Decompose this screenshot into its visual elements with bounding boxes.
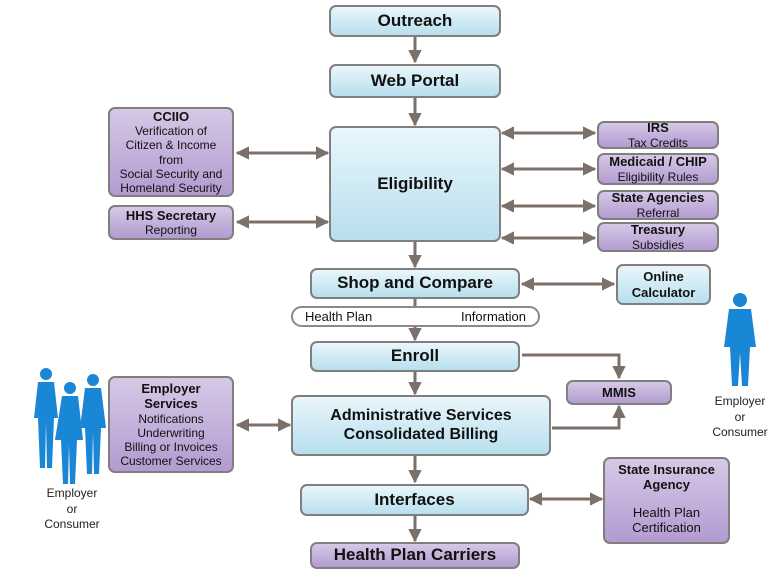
enroll-label: Enroll <box>390 346 440 366</box>
eligibility-label: Eligibility <box>377 173 453 193</box>
enroll-node: Enroll <box>310 341 520 372</box>
right-caption-line-2: or <box>734 409 746 424</box>
arrow-enroll-mmis <box>522 353 626 380</box>
state-insurance-line-2: Certification <box>632 519 701 535</box>
left-caption-line-1: Employer <box>46 486 98 500</box>
left-person-caption: Employer or Consumer <box>30 486 114 533</box>
mmis-label: MMIS <box>602 384 636 400</box>
employer-services-title-1: Employer <box>141 380 201 396</box>
left-caption-line-2: or <box>66 501 78 516</box>
web-portal-node: Web Portal <box>329 64 501 98</box>
arrow-admin-mmis <box>552 404 626 430</box>
cciio-box: CCIIO Verification of Citizen & Income f… <box>108 107 234 197</box>
treasury-line-1: Subsidies <box>631 237 685 252</box>
irs-title: IRS <box>647 120 669 136</box>
employer-services-line-1: Notifications <box>138 411 204 426</box>
employer-group-icon <box>34 368 106 484</box>
irs-line-1: Tax Credits <box>627 135 689 150</box>
hhs-line-1: Reporting <box>144 223 198 238</box>
shop-compare-label: Shop and Compare <box>337 273 493 293</box>
carriers-label: Health Plan Carriers <box>333 545 497 565</box>
state-agencies-line-1: Referral <box>636 205 680 220</box>
interfaces-node: Interfaces <box>300 484 529 516</box>
right-person-caption: Employer or Consumer <box>704 394 776 441</box>
medicaid-chip-box: Medicaid / CHIP Eligibility Rules <box>597 153 719 185</box>
outreach-label: Outreach <box>377 10 453 30</box>
web-portal-label: Web Portal <box>370 70 460 90</box>
hhs-secretary-box: HHS Secretary Reporting <box>108 205 234 240</box>
employer-services-box: Employer Services Notifications Underwri… <box>108 376 234 473</box>
eligibility-node: Eligibility <box>329 126 501 242</box>
admin-label-1: Administrative Services <box>330 406 512 424</box>
health-plan-information-bar: Health Plan Information <box>291 306 540 327</box>
outreach-node: Outreach <box>329 5 501 37</box>
state-insurance-title-2: Agency <box>643 477 690 493</box>
employer-services-title-2: Services <box>144 396 198 412</box>
calculator-line-1: Online <box>643 269 684 285</box>
administrative-services-node: Administrative Services Consolidated Bil… <box>291 395 551 456</box>
cciio-title: CCIIO <box>152 108 190 124</box>
hhs-title: HHS Secretary <box>125 207 217 223</box>
info-bar-left: Health Plan <box>305 309 373 324</box>
consumer-person-icon <box>724 293 756 386</box>
calculator-line-2: Calculator <box>631 284 696 300</box>
state-agencies-title: State Agencies <box>611 190 705 206</box>
online-calculator-node: Online Calculator <box>616 264 711 305</box>
info-bar-right: Information <box>460 309 526 324</box>
cciio-line-5: Homeland Security <box>120 180 222 195</box>
left-caption-line-3: Consumer <box>44 517 100 532</box>
cciio-line-2: Citizen & Income <box>125 138 217 153</box>
state-insurance-line-1: Health Plan <box>632 504 701 520</box>
medicaid-title: Medicaid / CHIP <box>609 154 707 170</box>
treasury-title: Treasury <box>630 222 686 238</box>
right-caption-line-1: Employer <box>714 394 766 408</box>
state-agencies-box: State Agencies Referral <box>597 190 719 220</box>
right-caption-line-3: Consumer <box>712 425 768 440</box>
interfaces-label: Interfaces <box>374 489 455 509</box>
admin-label-2: Consolidated Billing <box>343 425 499 443</box>
employer-services-line-2: Underwriting <box>137 425 205 440</box>
state-insurance-title-1: State Insurance <box>618 462 715 477</box>
cciio-line-3: from <box>159 152 183 167</box>
health-plan-carriers-node: Health Plan Carriers <box>310 542 520 569</box>
mmis-box: MMIS <box>566 380 672 405</box>
cciio-line-1: Verification of <box>134 124 208 139</box>
employer-services-line-4: Customer Services <box>120 453 222 468</box>
state-insurance-agency-box: State Insurance Agency Health Plan Certi… <box>603 457 730 544</box>
shop-compare-node: Shop and Compare <box>310 268 520 299</box>
cciio-line-4: Social Security and <box>119 166 223 181</box>
medicaid-line-1: Eligibility Rules <box>617 169 699 184</box>
employer-services-line-3: Billing or Invoices <box>124 439 218 454</box>
treasury-box: Treasury Subsidies <box>597 222 719 252</box>
irs-box: IRS Tax Credits <box>597 120 719 150</box>
